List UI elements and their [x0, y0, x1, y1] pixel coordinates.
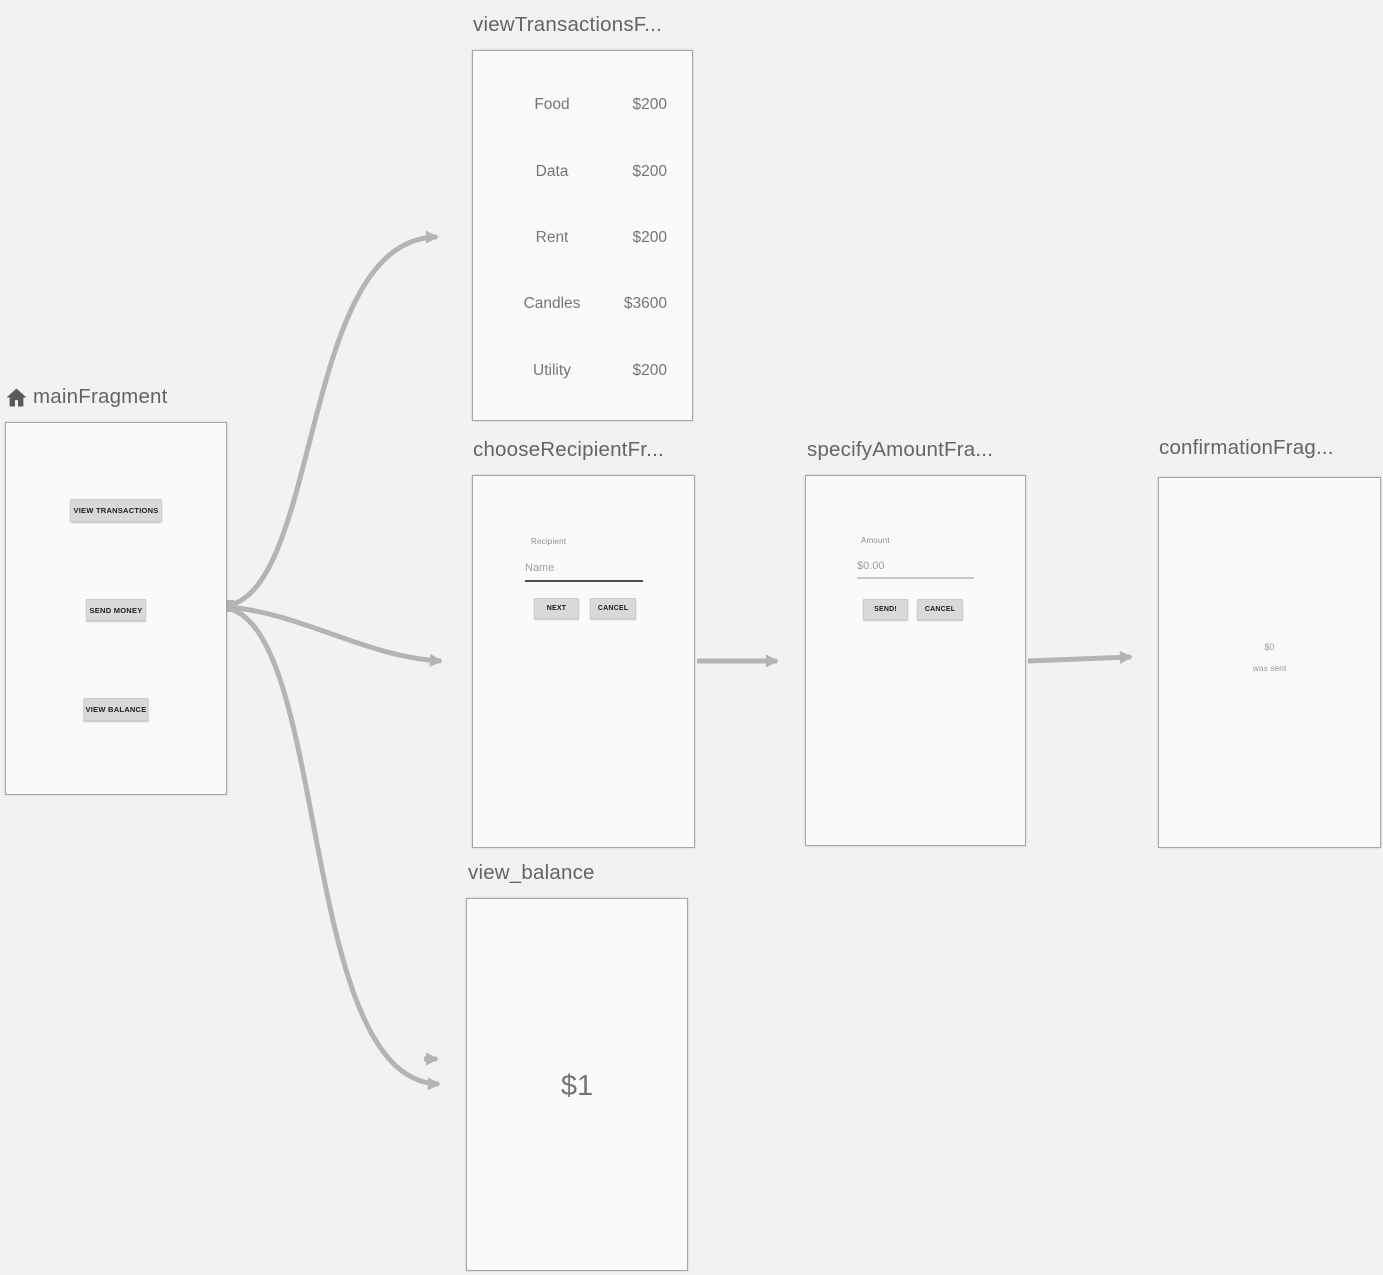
fragment-title-view-balance: view_balance: [468, 861, 595, 884]
confirmation-message: was sent: [1252, 663, 1287, 673]
transaction-label: Rent: [535, 228, 569, 246]
fragment-label-main[interactable]: mainFragment: [5, 385, 168, 409]
action-arrow-main-to-choose-recipient[interactable]: [225, 604, 443, 667]
fragment-card-view-transactions[interactable]: Food $200 Data $200 Rent $200 Candles $3…: [472, 50, 693, 421]
action-arrow-main-to-view-balance[interactable]: [225, 605, 441, 1091]
fragment-card-specify-amount[interactable]: Amount $0.00 SEND! CANCEL: [805, 475, 1026, 846]
fragment-title-confirmation: confirmationFrag...: [1159, 436, 1334, 459]
transaction-amount: $200: [632, 228, 667, 246]
home-icon: [5, 386, 28, 409]
action-arrow-main-to-view-transactions[interactable]: [225, 230, 439, 609]
transaction-label: Data: [535, 162, 569, 180]
balance-amount: $1: [560, 1070, 594, 1102]
fragment-card-choose-recipient[interactable]: Recipient Name NEXT CANCEL: [472, 475, 695, 848]
amount-field-label: Amount: [861, 536, 890, 545]
transaction-amount: $200: [632, 162, 667, 180]
view-transactions-button: VIEW TRANSACTIONS: [70, 499, 162, 522]
recipient-name-input: Name: [525, 562, 555, 574]
send-button: SEND!: [863, 599, 908, 620]
transaction-amount: $200: [632, 361, 667, 379]
transaction-amount: $200: [632, 96, 667, 114]
fragment-label-choose-recipient[interactable]: chooseRecipientFr...: [473, 438, 664, 462]
fragment-card-confirmation[interactable]: $0 was sent: [1158, 477, 1381, 848]
transaction-row: Data $200: [473, 138, 692, 204]
fragment-title-choose-recipient: chooseRecipientFr...: [473, 438, 664, 461]
transaction-row: Rent $200: [473, 205, 692, 271]
fragment-label-view-transactions[interactable]: viewTransactionsF...: [473, 13, 662, 37]
cancel-button: CANCEL: [590, 598, 636, 619]
next-button: NEXT: [534, 598, 579, 619]
fragment-label-confirmation[interactable]: confirmationFrag...: [1159, 436, 1334, 460]
view-balance-button: VIEW BALANCE: [83, 698, 149, 721]
fragment-title-main: mainFragment: [33, 385, 168, 408]
transaction-row: Utility $200: [473, 338, 692, 404]
fragment-card-view-balance[interactable]: $1: [466, 898, 688, 1271]
input-underline: [525, 580, 643, 582]
recipient-buttons: NEXT CANCEL: [534, 598, 636, 619]
confirmation-amount: $0: [1264, 642, 1275, 652]
transaction-label: Food: [534, 96, 570, 114]
amount-buttons: SEND! CANCEL: [863, 599, 963, 620]
amount-input: $0.00: [857, 560, 885, 572]
fragment-label-specify-amount[interactable]: specifyAmountFra...: [807, 438, 993, 462]
recipient-field-label: Recipient: [531, 537, 567, 546]
fragment-card-main[interactable]: VIEW TRANSACTIONS SEND MONEY VIEW BALANC…: [5, 422, 227, 795]
action-arrow-specify-amount-to-confirmation[interactable]: [1027, 650, 1133, 664]
fragment-title-specify-amount: specifyAmountFra...: [807, 438, 994, 461]
cancel-button: CANCEL: [917, 599, 963, 620]
transaction-label: Candles: [523, 295, 581, 313]
transaction-row: Food $200: [473, 72, 692, 138]
fragment-label-view-balance[interactable]: view_balance: [468, 861, 595, 885]
transaction-amount: $3600: [623, 295, 667, 313]
fragment-title-view-transactions: viewTransactionsF...: [473, 13, 662, 36]
send-money-button: SEND MONEY: [86, 599, 146, 621]
transaction-row: Candles $3600: [473, 271, 692, 337]
transaction-label: Utility: [533, 361, 571, 379]
input-underline: [857, 577, 974, 579]
transactions-list: Food $200 Data $200 Rent $200 Candles $3…: [473, 51, 692, 404]
